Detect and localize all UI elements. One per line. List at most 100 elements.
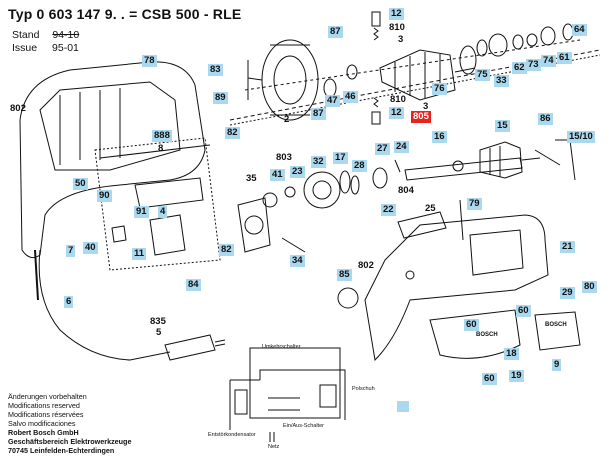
stand-value: 94-10 bbox=[52, 29, 80, 41]
part-label-40: 40 bbox=[83, 242, 98, 254]
stand-label: Stand bbox=[12, 29, 40, 41]
part-label-27: 27 bbox=[375, 143, 390, 155]
part-label-3: 3 bbox=[398, 34, 404, 45]
part-label-89: 89 bbox=[213, 92, 228, 104]
part-label-60: 60 bbox=[516, 305, 531, 317]
part-label-29: 29 bbox=[560, 287, 575, 299]
part-label-22: 22 bbox=[381, 204, 396, 216]
armature bbox=[379, 45, 477, 101]
part-label-91: 91 bbox=[134, 206, 149, 218]
part-label-835: 835 bbox=[150, 316, 166, 327]
power-cable bbox=[38, 249, 171, 361]
part-label-21: 21 bbox=[560, 241, 575, 253]
bosch-badge-1: BOSCH bbox=[476, 332, 498, 338]
part-label-79: 79 bbox=[467, 198, 482, 210]
switch-assembly bbox=[134, 177, 204, 209]
part-label-802: 802 bbox=[358, 260, 374, 271]
part-label-32: 32 bbox=[311, 156, 326, 168]
footer-line-es: Salvo modificaciones bbox=[8, 419, 76, 428]
handle-half-18 bbox=[429, 309, 521, 359]
housing-inner bbox=[39, 81, 181, 171]
part-label-73: 73 bbox=[526, 59, 541, 71]
gear-32 bbox=[303, 171, 341, 209]
part-label-19: 19 bbox=[509, 370, 524, 382]
part-label-85: 85 bbox=[337, 269, 352, 281]
part-label-83: 83 bbox=[208, 64, 223, 76]
part-label-90: 90 bbox=[97, 190, 112, 202]
part-label-82: 82 bbox=[219, 244, 234, 256]
part-label-61: 61 bbox=[557, 52, 572, 64]
part-label-87: 87 bbox=[311, 108, 326, 120]
type-number: 0 603 147 9. . bbox=[36, 6, 125, 22]
spindle bbox=[404, 157, 523, 181]
part-label-12: 12 bbox=[389, 8, 404, 20]
circuit-label-polschuh: Polschuh bbox=[352, 386, 375, 392]
part-label-24: 24 bbox=[394, 141, 409, 153]
screw-86 bbox=[534, 149, 561, 166]
footer-line-de: Änderungen vorbehalten bbox=[8, 392, 87, 401]
handle-half-9 bbox=[534, 311, 581, 351]
part-label-50: 50 bbox=[73, 178, 88, 190]
part-label-33: 33 bbox=[494, 75, 509, 87]
part-label-64: 64 bbox=[572, 24, 587, 36]
field-coil bbox=[247, 39, 319, 121]
part-label-35: 35 bbox=[246, 173, 257, 184]
part-label-12: 12 bbox=[389, 107, 404, 119]
part-label-810: 810 bbox=[390, 94, 406, 105]
part-label-84: 84 bbox=[186, 279, 201, 291]
part-label-3: 3 bbox=[423, 101, 429, 112]
footer-line-fr: Modifications réservées bbox=[8, 410, 84, 419]
model-name: CSB 500 - RLE bbox=[141, 6, 242, 22]
part-label-17: 17 bbox=[333, 152, 348, 164]
part-label-805-highlighted: 805 bbox=[411, 111, 431, 123]
part-label-18: 18 bbox=[504, 348, 519, 360]
part-label-60: 60 bbox=[482, 373, 497, 385]
part-label-2: 2 bbox=[284, 114, 290, 125]
bosch-badge-2: BOSCH bbox=[545, 322, 567, 328]
issue-label: Issue bbox=[12, 42, 38, 54]
part-label-87: 87 bbox=[328, 26, 343, 38]
part-label-25: 25 bbox=[425, 203, 436, 214]
part-label-62: 62 bbox=[512, 62, 527, 74]
part-label-16: 16 bbox=[432, 131, 447, 143]
type-prefix: Typ bbox=[8, 6, 33, 22]
part-label-60: 60 bbox=[464, 319, 479, 331]
part-label-86: 86 bbox=[538, 113, 553, 125]
part-label-7: 7 bbox=[66, 245, 76, 257]
footer-division: Geschäftsbereich Elektrowerkzeuge bbox=[8, 437, 132, 446]
chuck-key bbox=[555, 139, 585, 181]
footer-address: 70745 Leinfelden-Echterdingen bbox=[8, 446, 115, 455]
bearing-46 bbox=[346, 64, 358, 80]
part-label-82: 82 bbox=[225, 127, 240, 139]
part-label-6: 6 bbox=[64, 296, 74, 308]
part-label-5: 5 bbox=[156, 327, 162, 338]
circuit-label-entstor: Entstörkondensator bbox=[208, 432, 256, 438]
type-designation: Typ 0 603 147 9. . = CSB 500 - RLE bbox=[8, 6, 241, 22]
part-label-15: 15 bbox=[495, 120, 510, 132]
brush-plate bbox=[237, 197, 271, 253]
circuit-schematic bbox=[249, 347, 341, 419]
part-label-74: 74 bbox=[541, 55, 556, 67]
part-label-80: 80 bbox=[582, 281, 597, 293]
part-label-803: 803 bbox=[276, 152, 292, 163]
part-label-78: 78 bbox=[142, 55, 157, 67]
part-label-41: 41 bbox=[270, 169, 285, 181]
stand-line: Stand 94-10 bbox=[12, 29, 79, 41]
part-label-810: 810 bbox=[389, 22, 405, 33]
part-label-46: 46 bbox=[343, 91, 358, 103]
issue-line: Issue 95-01 bbox=[12, 42, 79, 54]
issue-value: 95-01 bbox=[52, 42, 79, 54]
part-label-28: 28 bbox=[352, 160, 367, 172]
part-label-34: 34 bbox=[290, 255, 305, 267]
part-label-23: 23 bbox=[290, 166, 305, 178]
drill-chuck bbox=[479, 141, 541, 179]
part-label-11: 11 bbox=[132, 248, 147, 260]
switch-plate bbox=[397, 211, 447, 239]
part-label-9: 9 bbox=[552, 359, 562, 371]
gear-housing bbox=[364, 214, 549, 362]
part-label-802: 802 bbox=[10, 103, 26, 114]
part-label-4: 4 bbox=[158, 206, 168, 218]
circuit-label-netz: Netz bbox=[268, 444, 280, 450]
footer-company: Robert Bosch GmbH bbox=[8, 428, 79, 437]
